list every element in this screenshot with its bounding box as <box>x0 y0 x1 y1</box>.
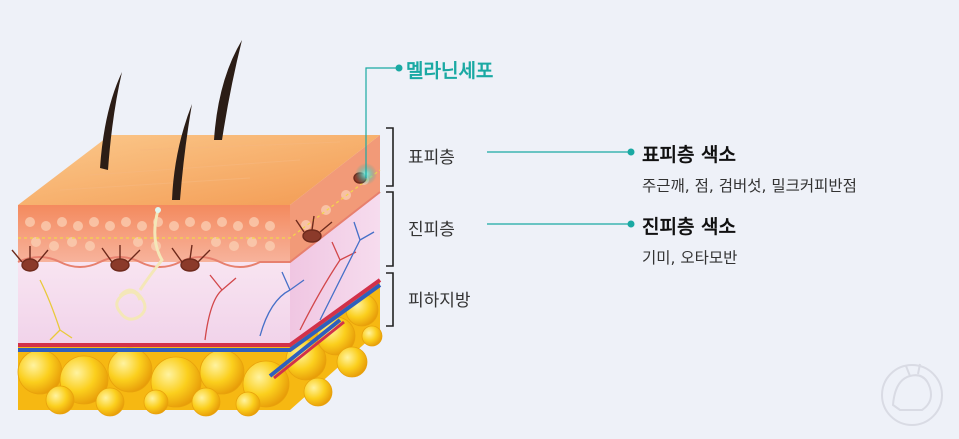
bracket-fat <box>386 272 394 327</box>
hair-icon <box>100 40 242 200</box>
layer-label-epidermis: 표피층 <box>408 148 455 168</box>
sweat-gland <box>115 209 164 321</box>
fat-layer <box>17 280 383 417</box>
bracket-epidermis <box>386 127 394 187</box>
watermark-logo-icon <box>881 363 943 426</box>
blood-vessel-icon <box>39 221 375 341</box>
bracket-dermis <box>386 191 394 267</box>
artery <box>18 278 382 347</box>
vein <box>18 283 382 352</box>
dermis-front <box>18 262 290 345</box>
dermis-pigment-title: 진피층 색소 <box>642 216 737 238</box>
pigment-leader-lines <box>487 148 635 228</box>
fat-cell-icon <box>17 293 383 417</box>
epidermis-pigment-items: 주근깨, 점, 검버섯, 밀크커피반점 <box>642 177 857 195</box>
dermis-pigment-items: 기미, 오타모반 <box>642 249 738 267</box>
melanin-cell-label: 멜라닌세포 <box>406 60 494 82</box>
epidermis-pigment-title: 표피층 색소 <box>642 144 737 166</box>
epidermis-cells <box>25 175 369 251</box>
melanin-callout-line <box>365 64 403 178</box>
layer-label-dermis: 진피층 <box>408 220 455 240</box>
layer-label-fat: 피하지방 <box>408 291 471 311</box>
layer-brackets <box>386 127 394 327</box>
